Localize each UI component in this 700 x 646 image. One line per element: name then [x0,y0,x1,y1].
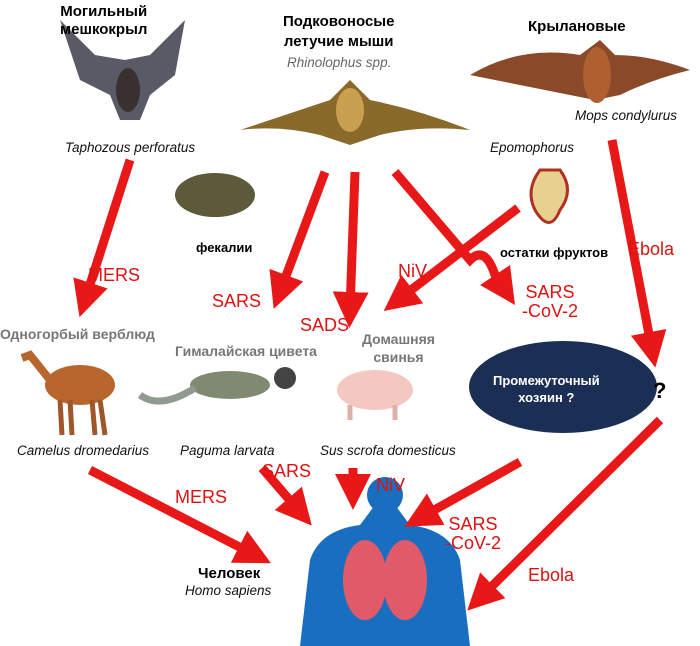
human-name: Человек [198,565,261,582]
arrow-sads [332,171,369,328]
label-ebola-1: Ebola [628,239,675,259]
civet-latin: Paguma larvata [180,443,275,458]
fruit-remains-label: остатки фруктов [500,245,609,260]
label-mers-2: MERS [175,487,228,507]
arrow-mers-human [87,465,272,564]
human-lungs-image [300,477,470,646]
horseshoe-bat-latin: Rhinolophus spp. [287,55,392,70]
intermediate-host-ellipse [469,341,657,433]
unknown-host-mark: ? [653,378,667,403]
fruit-bat-latin-epomophorus: Epomophorus [490,140,575,155]
camel-name: Одногорбый верблюд [0,326,155,342]
tomb-bat-image [60,20,185,120]
arrow-cov-bat [391,169,515,305]
label-sars-cov-2-2: SARS -CoV-2 [445,514,502,553]
arrow-mers-bat [73,158,135,318]
arrow-niv-fruit [383,204,521,311]
human-latin: Homo sapiens [185,583,272,598]
tomb-bat-name: Могильный мешкокрыл [60,3,148,38]
label-niv-1: NiV [398,261,428,281]
fruit-bat-name: Крылановые [528,18,626,35]
horseshoe-bat-name: Подковоносые летучие мыши [283,13,395,50]
arrow-sars-human [258,465,312,526]
label-niv-2: NiV [376,475,406,495]
camel-image [20,350,115,436]
feces-label: фекалии [196,240,253,255]
tomb-bat-latin: Taphozous perforatus [65,140,196,155]
label-sars-cov-2-1: SARS -CoV-2 [522,282,579,321]
civet-name: Гималайская цивета [175,343,317,359]
apple-core-image [529,168,569,224]
pig-image [337,370,413,420]
fruit-bat-latin-mops: Mops condylurus [575,108,678,123]
pig-latin: Sus scrofa domesticus [320,443,456,458]
intermediate-host-label: Промежуточный хозяин ? [493,373,600,405]
feces-image [175,173,255,217]
arrow-sars-bat [269,170,330,309]
arrow-ebola-human [467,416,664,611]
fruit-bat-image [470,40,690,103]
arrow-cov-human [404,458,523,527]
civet-image [137,367,296,405]
label-mers-1: MERS [88,265,141,285]
arrow-ebola-bat [607,139,667,368]
arrows [73,139,667,611]
label-ebola-2: Ebola [528,565,575,585]
pig-name: Домашняя свинья [362,331,435,365]
label-sars-1: SARS [212,291,262,311]
label-sars-2: SARS [262,461,312,481]
horseshoe-bat-image [240,80,470,145]
camel-latin: Camelus dromedarius [17,443,150,458]
label-sads: SADS [300,315,350,335]
